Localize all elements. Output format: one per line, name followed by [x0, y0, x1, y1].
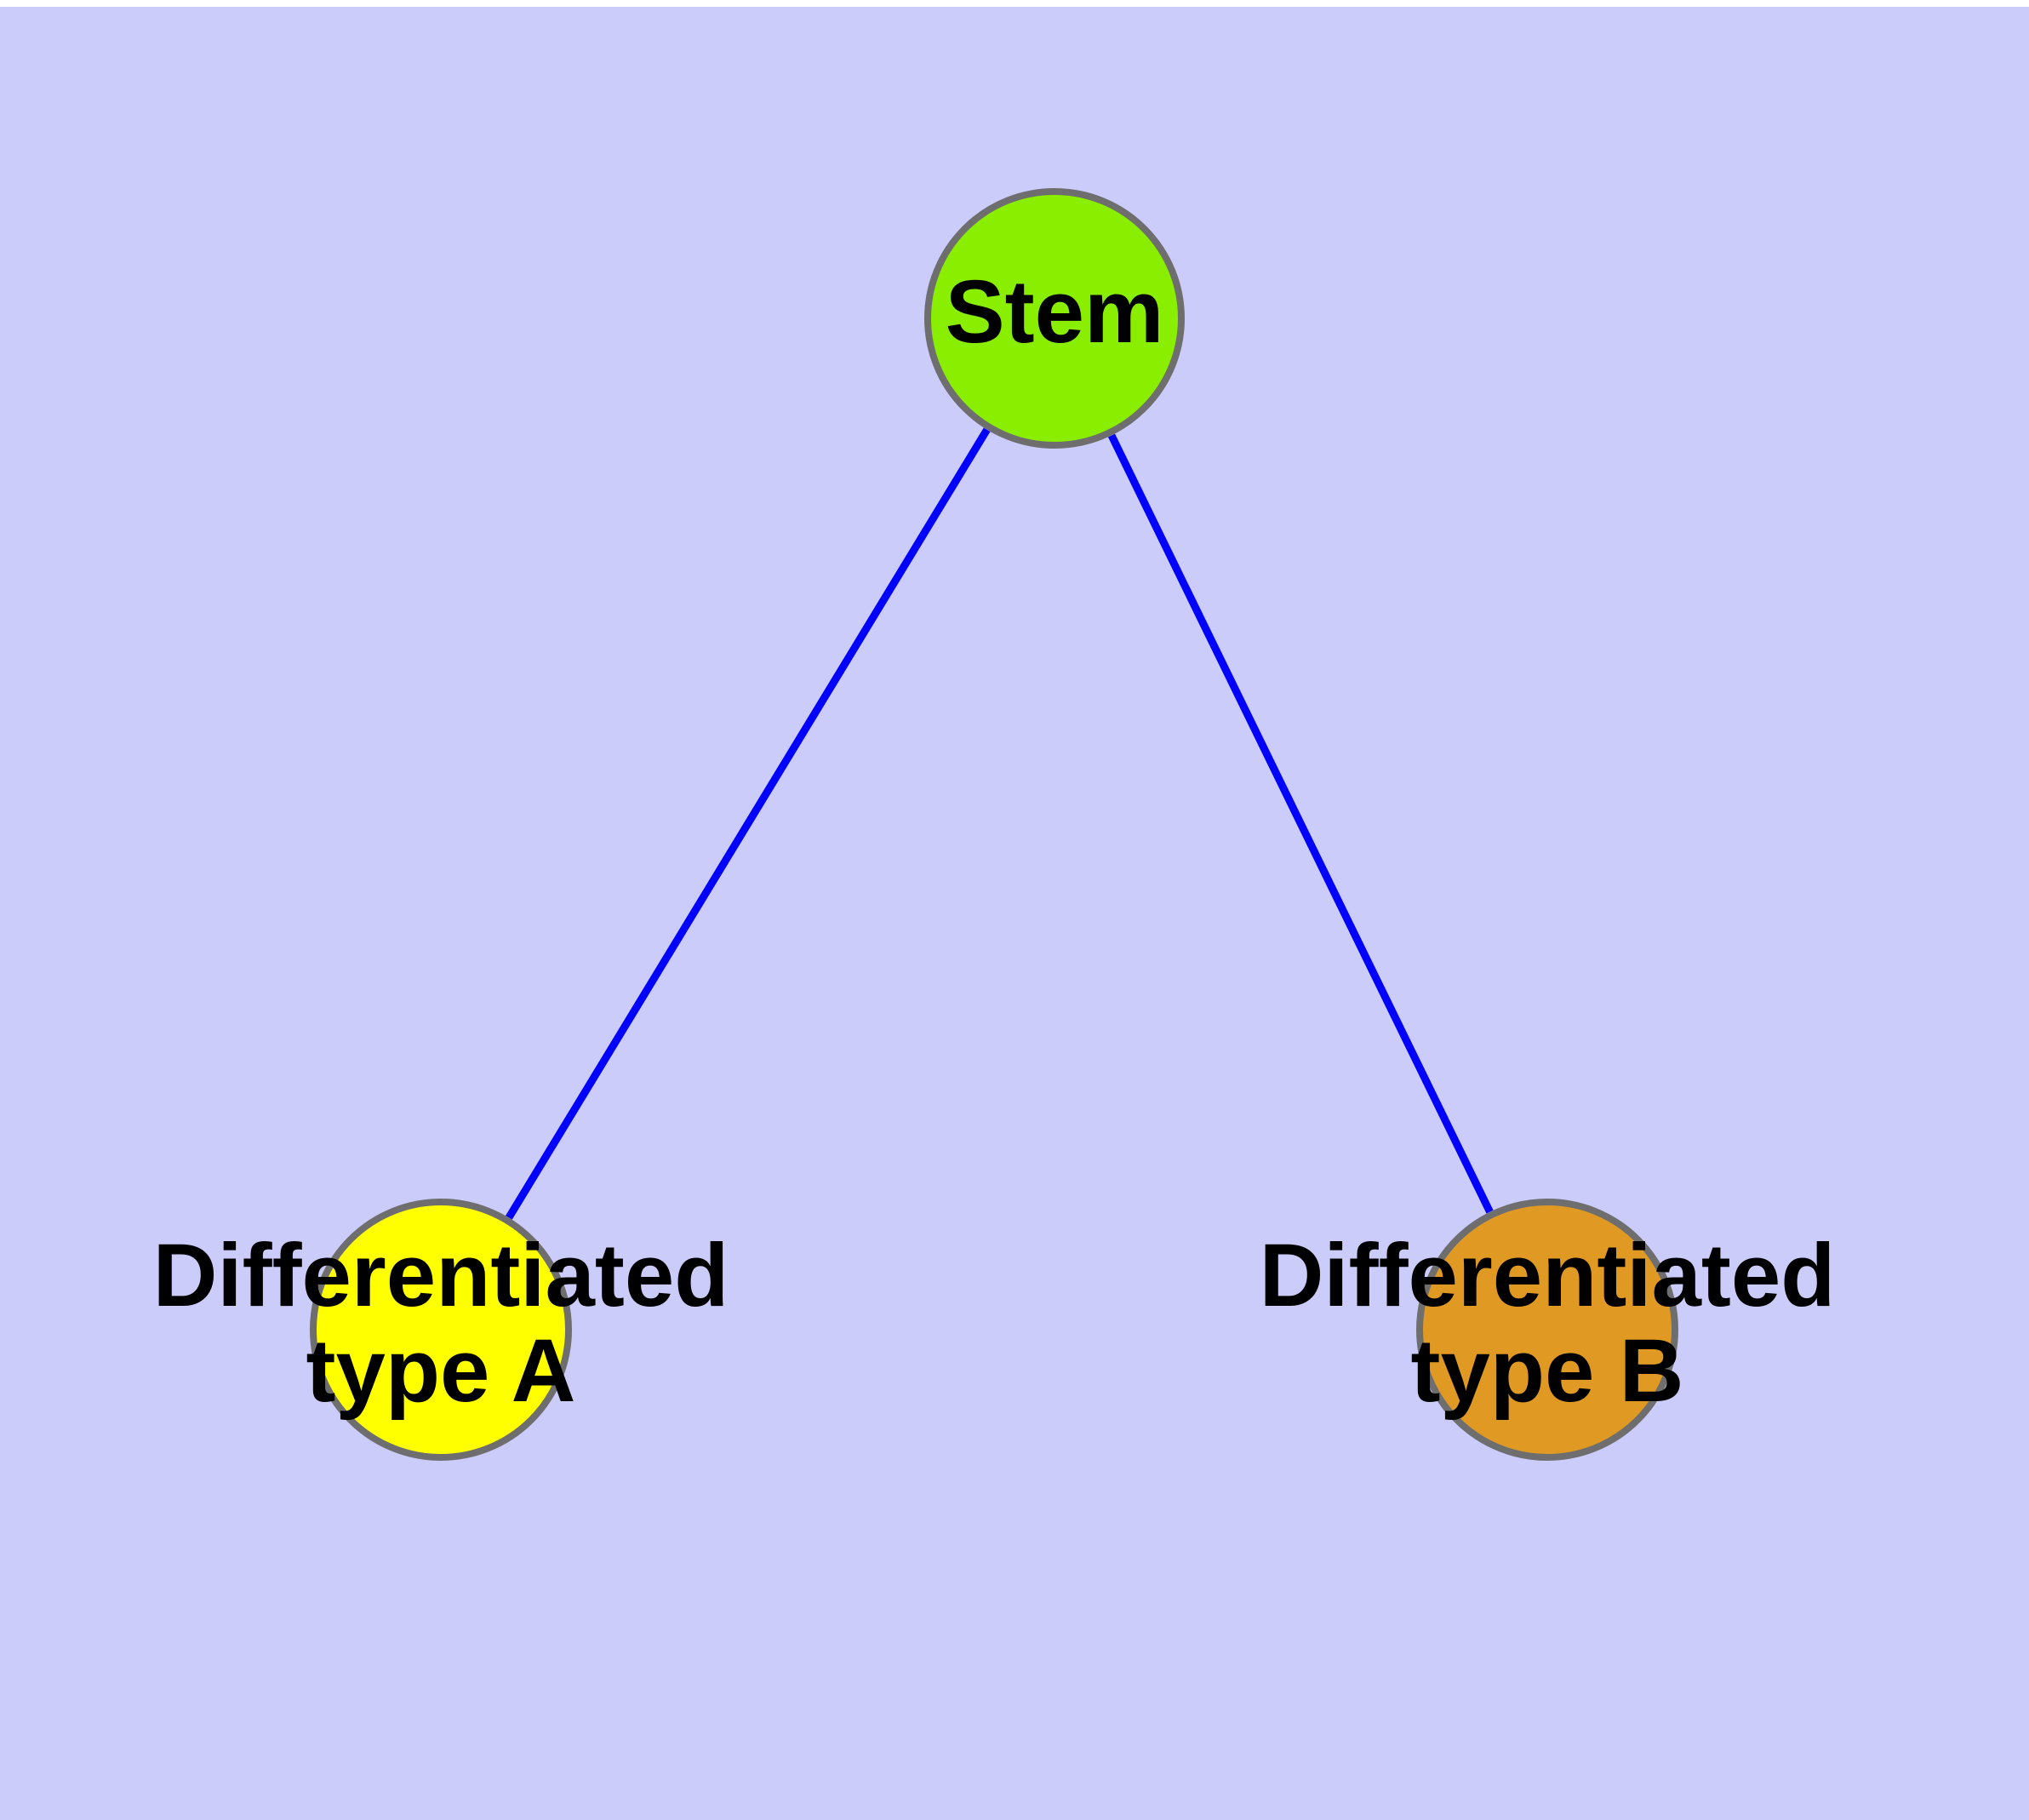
graph-node-label-stem: Stem [946, 262, 1164, 362]
graph-node-label-line: type A [306, 1321, 576, 1421]
graph-node-diff_b[interactable] [1416, 1199, 1678, 1461]
graph-node-label-line: Stem [946, 262, 1164, 362]
graph-node-stem[interactable] [924, 188, 1185, 449]
graph-node-label-line: type B [1411, 1321, 1684, 1421]
graph-edge[interactable] [1107, 433, 1494, 1214]
graph-node-diff_a[interactable] [310, 1199, 572, 1461]
edges-layer [506, 427, 1494, 1220]
graph-node-label-line: Differentiated [153, 1226, 729, 1325]
nodes-layer [310, 188, 1678, 1461]
graph-node-label-line: Differentiated [1260, 1226, 1836, 1325]
graph-edge[interactable] [506, 427, 991, 1220]
